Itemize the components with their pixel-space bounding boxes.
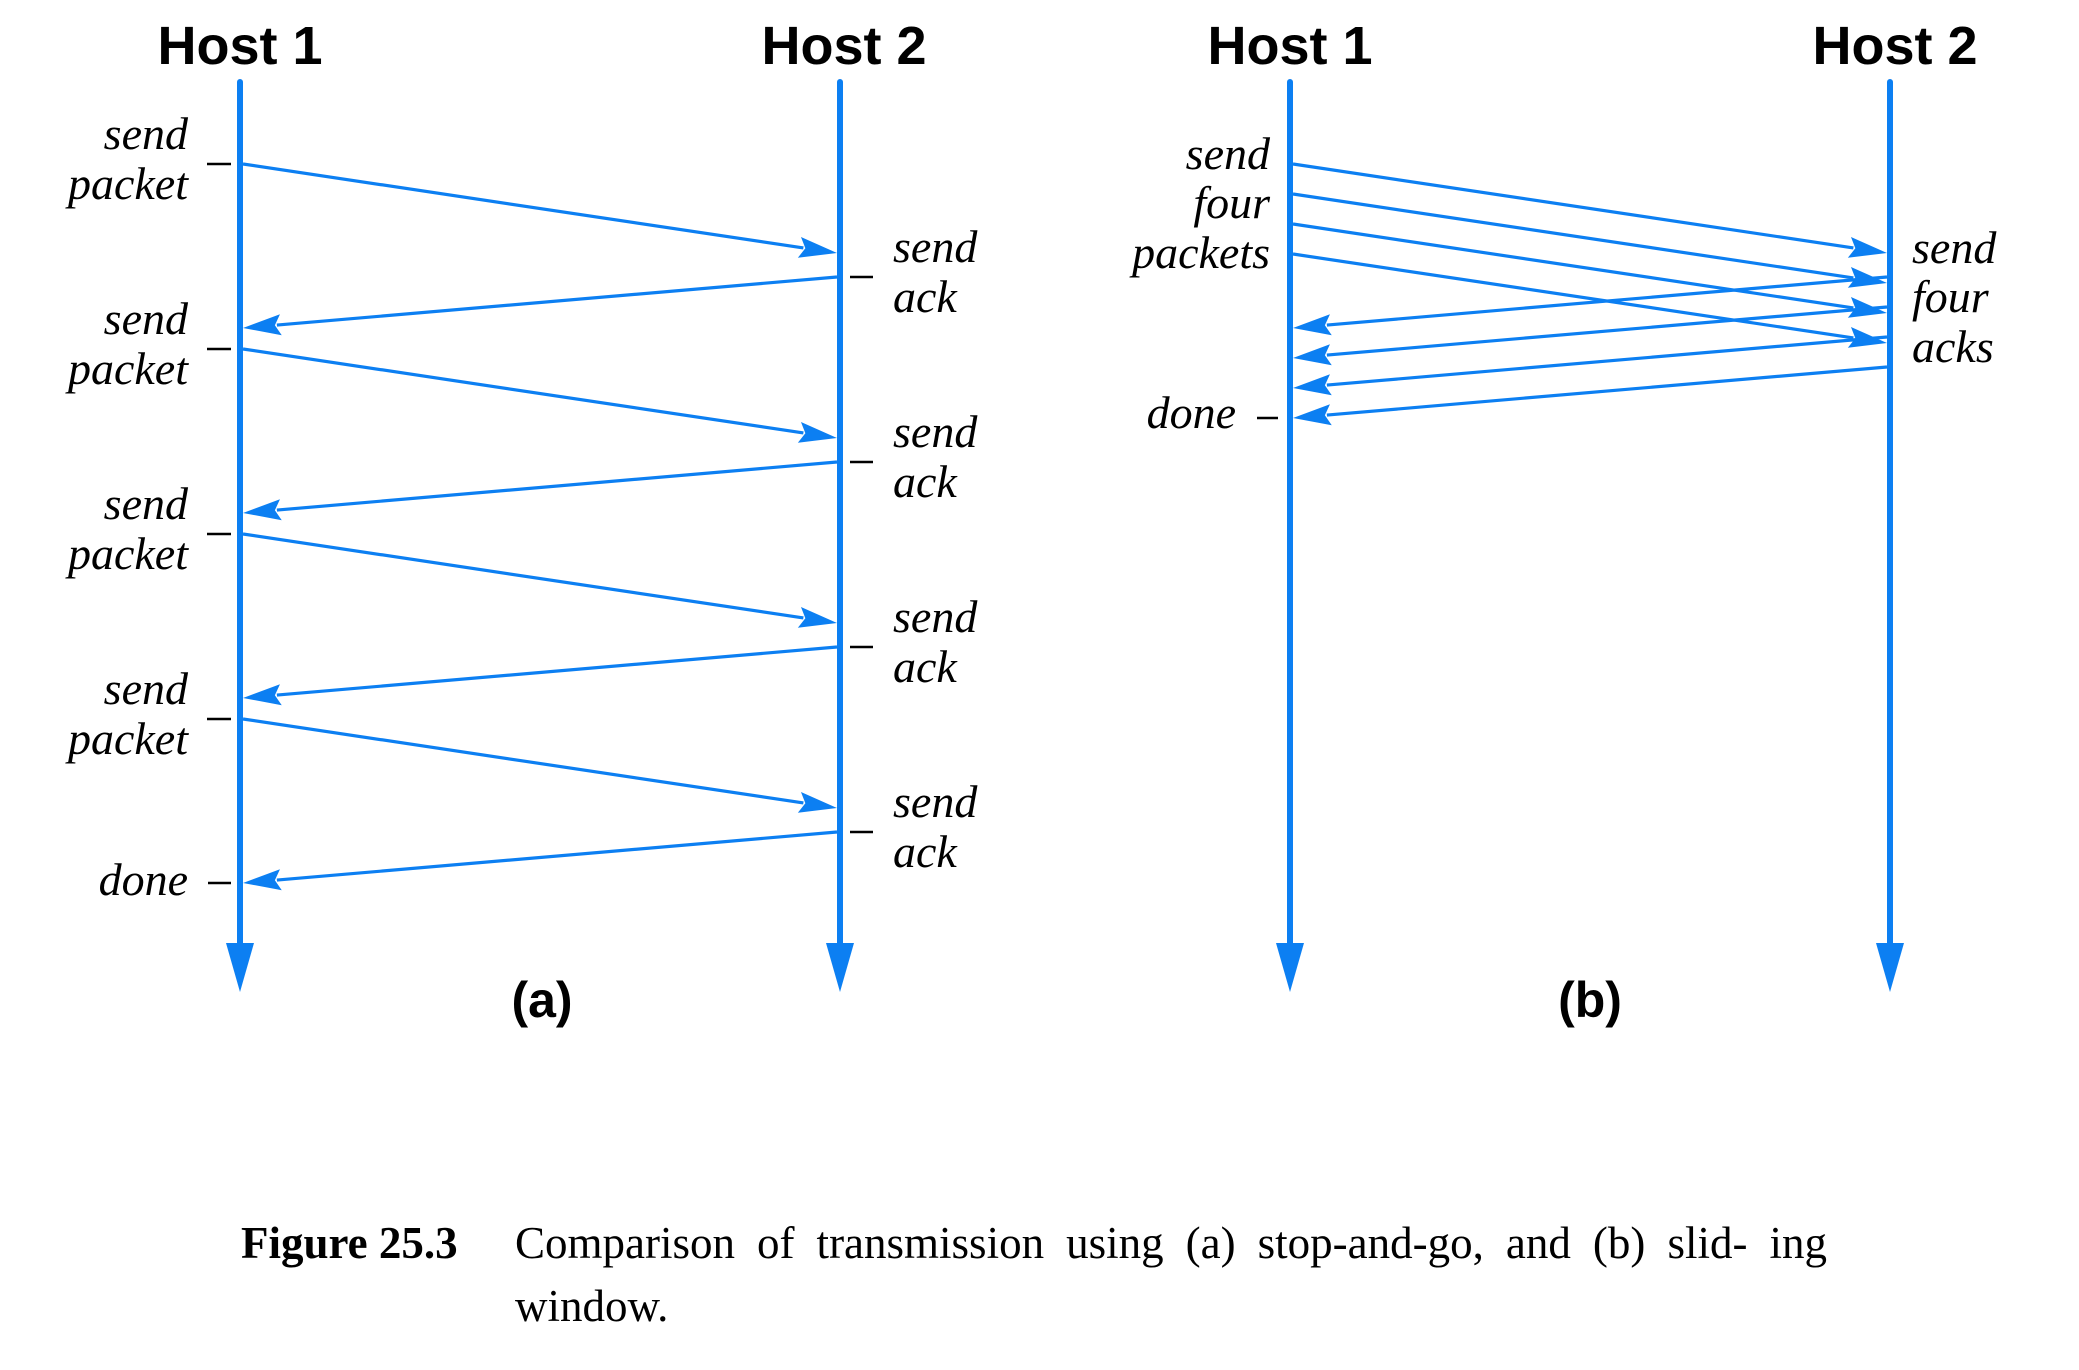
panel-a-receiver-label-4-line-2: ack (893, 826, 958, 877)
panel-a-receiver-label-2-line-2: ack (893, 456, 958, 507)
panel-b-sender-label-line-2: four (1193, 177, 1271, 228)
panel-a-ack-arrow-1-line (276, 275, 838, 327)
panel-a-done-label: done (99, 854, 188, 905)
arrowhead-icon (1293, 314, 1332, 336)
panel-a-sender-label-4-line-2: packet (65, 713, 189, 764)
panel-b-host2-timeline (1876, 79, 1904, 992)
timeline-arrowhead-icon (226, 943, 254, 992)
panel-b-receiver-label-line-1: send (1912, 222, 1997, 273)
panel-a-sender-label-2-line-2: packet (65, 343, 189, 394)
panel-a-label: (a) (511, 972, 572, 1028)
timeline-arrowhead-icon (1276, 943, 1304, 992)
panel-a-receiver-label-1-line-2: ack (893, 271, 958, 322)
panel-b-packet-arrow-2-line (1292, 192, 1854, 280)
figure-number: Figure 25.3 (241, 1218, 458, 1268)
panel-a-ack-arrow-2 (243, 460, 838, 521)
panel-a: Host 1 Host 2 send packet send packet se… (65, 16, 978, 1028)
panel-b-ack-arrow-4 (1293, 365, 1888, 426)
panel-b-done-label: done (1147, 387, 1236, 438)
panel-b-ack-arrow-1-line (1326, 275, 1888, 327)
panel-b-messages (1292, 162, 1888, 426)
panel-a-ack-arrow-4 (243, 830, 838, 891)
panel-a-ack-arrow-1 (243, 275, 838, 336)
panel-b-ack-arrow-1 (1293, 275, 1888, 336)
arrowhead-icon (1847, 236, 1887, 258)
arrowhead-icon (797, 421, 837, 443)
arrowhead-icon (797, 236, 837, 258)
panel-a-packet-arrow-1-line (242, 162, 804, 250)
panel-b-ack-arrow-4-line (1326, 365, 1888, 417)
panel-b-packet-arrow-4-line (1292, 252, 1854, 340)
panel-a-host2-timeline (826, 79, 854, 992)
arrowhead-icon (243, 314, 282, 336)
panel-b-sender-label-line-3: packets (1129, 227, 1270, 278)
panel-b-host1-title: Host 1 (1207, 16, 1372, 76)
arrowhead-icon (797, 606, 837, 628)
panel-a-packet-arrow-4-line (242, 717, 804, 805)
arrowhead-icon (797, 791, 837, 813)
panel-a-packet-arrow-3 (242, 532, 837, 628)
panel-a-sender-label-2-line-1: send (104, 293, 189, 344)
panel-a-receiver-label-4-line-1: send (893, 776, 978, 827)
panel-b-packet-arrow-1-line (1292, 162, 1854, 250)
panel-a-ticks (207, 162, 873, 885)
panel-a-sender-label-4-line-1: send (104, 663, 189, 714)
panel-b-ack-arrow-3 (1293, 335, 1888, 396)
panel-a-host2-title: Host 2 (761, 16, 926, 76)
panel-a-receiver-label-3-line-1: send (893, 591, 978, 642)
arrowhead-icon (1293, 374, 1332, 396)
arrowhead-icon (1293, 344, 1332, 366)
panel-b-ack-arrow-3-line (1326, 335, 1888, 387)
panel-a-ack-arrow-2-line (276, 460, 838, 512)
panel-a-sender-label-3-line-1: send (104, 478, 189, 529)
panel-b-packet-arrow-1 (1292, 162, 1887, 258)
panel-a-sender-label-3-line-2: packet (65, 528, 189, 579)
panel-a-ack-arrow-4-line (276, 830, 838, 882)
timeline-arrowhead-icon (826, 943, 854, 992)
panel-a-sender-label-1-line-1: send (104, 108, 189, 159)
panel-a-receiver-label-2-line-1: send (893, 406, 978, 457)
panel-a-packet-arrow-3-line (242, 532, 804, 620)
figure-caption-text: Comparison of transmission using (a) sto… (515, 1218, 1827, 1331)
panel-a-host1-title: Host 1 (157, 16, 322, 76)
arrowhead-icon (243, 499, 282, 521)
panel-a-host1-timeline (226, 79, 254, 992)
panel-b-packet-arrow-3-line (1292, 222, 1854, 310)
panel-a-messages (242, 162, 838, 891)
panel-a-receiver-label-3-line-2: ack (893, 641, 958, 692)
panel-a-packet-arrow-1 (242, 162, 837, 258)
panel-a-sender-label-1-line-2: packet (65, 158, 189, 209)
arrowhead-icon (243, 869, 282, 891)
panel-b-sender-label-line-1: send (1186, 128, 1271, 179)
panel-b-host1-timeline (1276, 79, 1304, 992)
panel-a-receiver-label-1-line-1: send (893, 221, 978, 272)
panel-b-label: (b) (1558, 972, 1622, 1028)
panel-a-packet-arrow-4 (242, 717, 837, 813)
panel-b-receiver-label-line-3: acks (1912, 321, 1994, 372)
panel-a-packet-arrow-2 (242, 347, 837, 443)
panel-b-receiver-label-line-2: four (1912, 271, 1990, 322)
panel-b: Host 1 Host 2 send four packets done sen… (1129, 16, 1997, 1028)
arrowhead-icon (243, 684, 282, 706)
arrowhead-icon (1293, 404, 1332, 426)
panel-b-host2-title: Host 2 (1812, 16, 1977, 76)
panel-b-ack-arrow-2-line (1326, 305, 1888, 357)
panel-b-ack-arrow-2 (1293, 305, 1888, 366)
panel-a-ack-arrow-3 (243, 645, 838, 706)
panel-a-packet-arrow-2-line (242, 347, 804, 435)
panel-a-ack-arrow-3-line (276, 645, 838, 697)
timeline-arrowhead-icon (1876, 943, 1904, 992)
